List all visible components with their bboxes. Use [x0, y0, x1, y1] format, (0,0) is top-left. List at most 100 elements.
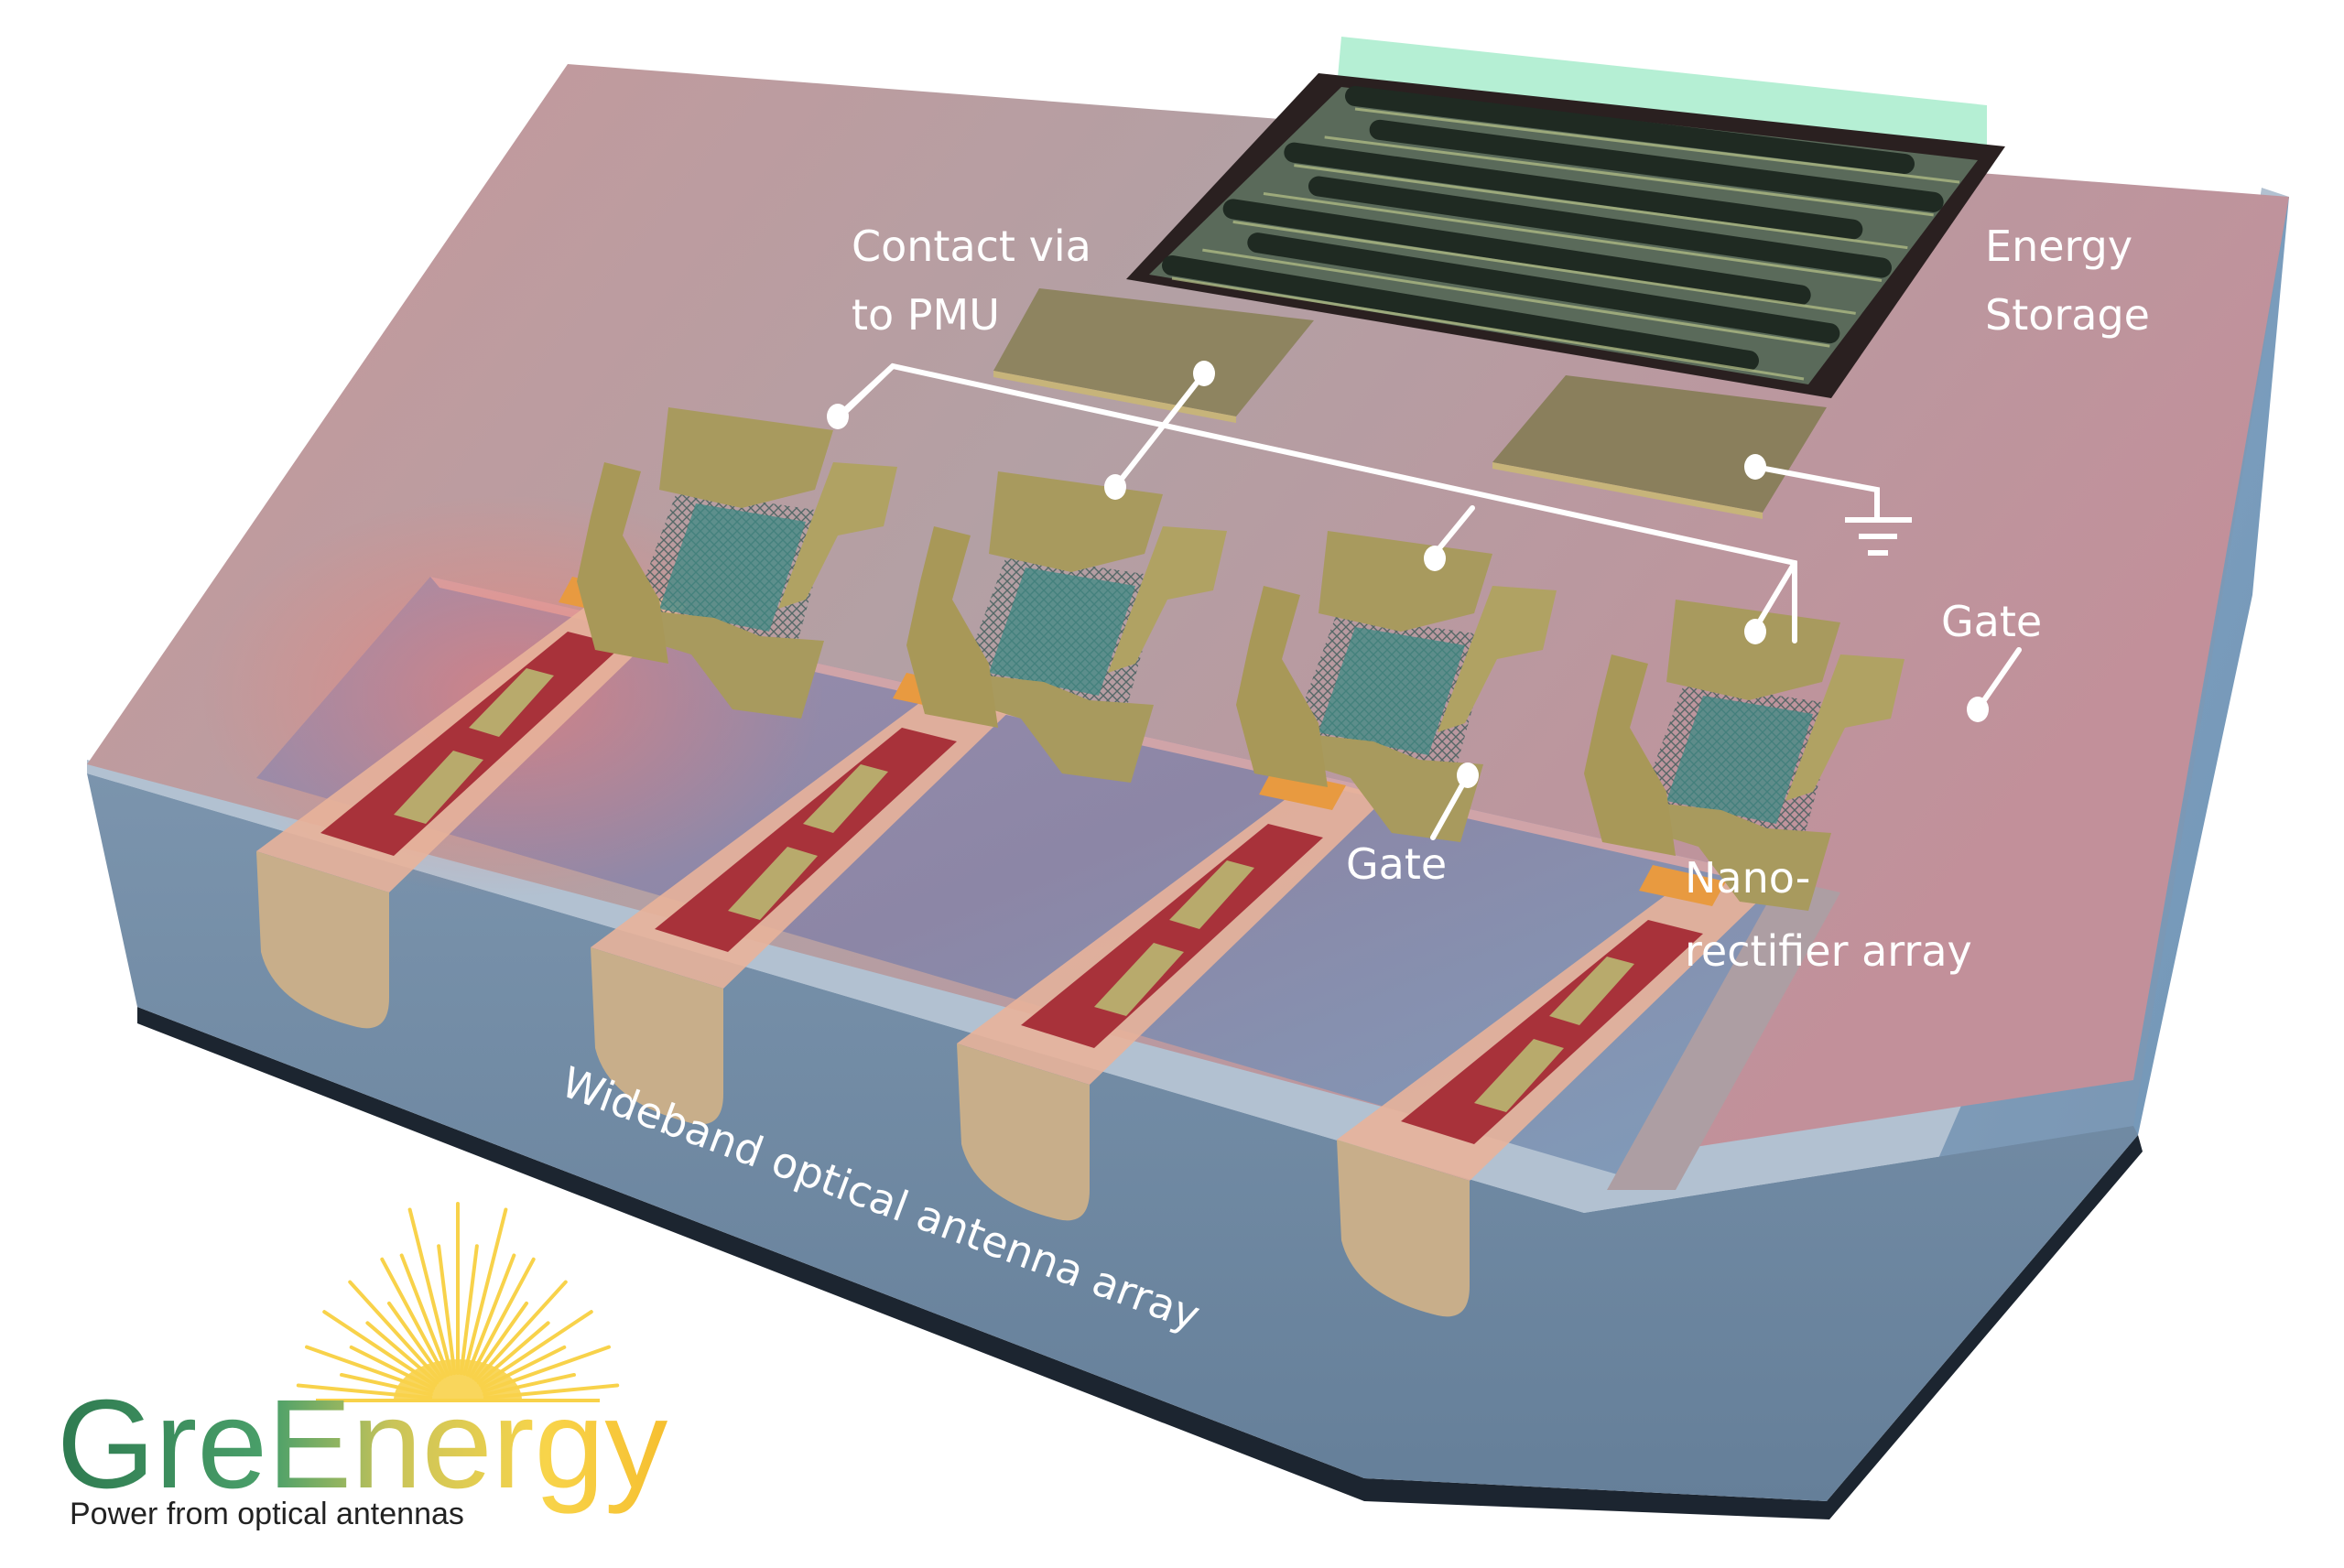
storage-finger: [1247, 232, 1840, 344]
label-gate-center: Gate: [1346, 839, 1447, 889]
storage-finger-rim: [1354, 107, 1960, 184]
top-electrode: [1318, 531, 1492, 632]
storage-finger: [1308, 176, 1892, 278]
wire-rect-3: [1432, 505, 1475, 557]
wire-contact: [1112, 371, 1207, 490]
right-strip: [1607, 879, 1840, 1190]
antenna-lead: [577, 462, 668, 664]
storage-finger: [1222, 199, 1811, 306]
energy-storage-device: [1126, 37, 2005, 398]
storage-glass-cover: [1337, 37, 1987, 156]
logo-wordmark-energy: Energy: [267, 1374, 667, 1515]
storage-fingers: [1162, 86, 1960, 381]
antenna-pad: [320, 632, 623, 856]
rectifier-unit: [1584, 600, 1904, 911]
wire-ground: [1753, 464, 1880, 523]
storage-finger-rim: [1263, 192, 1883, 282]
logo-wordmark: GreEnergy: [57, 1374, 667, 1515]
graphene-channel: [659, 503, 806, 632]
sun-ray: [474, 1280, 568, 1382]
contact-pad-pmu: [993, 288, 1314, 416]
sun-ray: [380, 1257, 447, 1379]
antenna-lead: [1236, 586, 1328, 787]
antenna-arm: [803, 764, 888, 833]
antenna-cross-section: [256, 851, 389, 1029]
rectifier-unit: [906, 471, 1227, 783]
sun-rays-icon: [296, 1202, 620, 1400]
antenna-array: [256, 577, 1767, 1317]
sun-ray: [459, 1244, 479, 1376]
sun-ray: [465, 1253, 516, 1378]
storage-finger-rim: [1202, 248, 1830, 348]
antenna-unit: [1337, 865, 1767, 1317]
antenna-pad: [1021, 824, 1323, 1048]
antenna-arm: [1549, 957, 1634, 1025]
antenna-arm: [1094, 943, 1184, 1016]
logo-tagline: Power from optical antennas: [70, 1497, 464, 1531]
storage-finger: [1284, 142, 1863, 240]
label-contact-line1: Contact via: [852, 222, 1091, 271]
storage-finger: [1369, 119, 1944, 212]
wire-rect-4: [1753, 560, 1797, 632]
rectifier-unit: [1236, 531, 1557, 842]
label-contact-line2: to PMU: [852, 290, 1000, 340]
label-storage-line2: Storage: [1985, 290, 2150, 340]
graphene-channel: [1666, 696, 1813, 824]
label-gate-right: Gate: [1941, 597, 2042, 646]
antenna-cross-section: [1337, 1140, 1470, 1317]
storage-finger-rim: [1232, 220, 1856, 315]
bottom-electrode: [961, 673, 1154, 783]
bottom-electrode: [1639, 801, 1831, 911]
antenna-connector: [1639, 865, 1726, 906]
gate-electrode: [1108, 526, 1227, 673]
nano-rectifier-array: [577, 407, 1904, 911]
sun-ray: [469, 1257, 536, 1379]
ground-icon: [1845, 517, 1912, 556]
wire-rect-1-drop: [838, 363, 895, 419]
antenna-connector: [1259, 769, 1346, 810]
sun-ray: [348, 1280, 441, 1382]
graphene-channel: [989, 568, 1135, 696]
bottom-electrode: [1291, 732, 1483, 842]
antenna-lead: [906, 526, 998, 728]
gate-electrode: [1785, 654, 1904, 801]
antenna-arm: [469, 668, 554, 737]
sun-ray: [407, 1207, 453, 1376]
antenna-unit: [957, 769, 1387, 1221]
sun-disc: [394, 1359, 522, 1400]
antenna-arm: [1474, 1039, 1564, 1112]
bottom-electrode: [632, 609, 824, 719]
antenna-lead: [1584, 654, 1676, 856]
wiring: [832, 362, 2022, 840]
graphene-channel: [1318, 627, 1465, 755]
sun-ray: [399, 1253, 450, 1378]
storage-finger-rim: [1324, 135, 1934, 217]
contact-pad-ground-edge: [1492, 462, 1763, 519]
sun-ray: [462, 1207, 508, 1376]
antenna-unit: [591, 673, 1021, 1125]
contact-pad-ground: [1492, 375, 1827, 513]
sun-ray: [437, 1244, 457, 1376]
antenna-cross-section: [591, 947, 723, 1125]
antenna-pad: [655, 728, 957, 952]
gate-electrode: [1438, 586, 1557, 732]
gate-electrode: [778, 462, 897, 609]
rectifier-unit: [577, 407, 897, 719]
antenna-arm: [394, 751, 483, 824]
antenna-cross-section: [957, 1044, 1090, 1221]
label-rectifier-line1: Nano-: [1685, 853, 1810, 903]
storage-finger: [1345, 86, 1915, 174]
storage-finger-rim: [1171, 276, 1805, 381]
antenna-arm: [1169, 860, 1254, 929]
label-storage-line1: Energy: [1985, 222, 2132, 271]
top-electrode: [659, 407, 833, 508]
chip-front-face-upper: [87, 188, 2289, 1213]
logo-wordmark-gre: Gre: [57, 1374, 267, 1515]
antenna-pad: [1401, 920, 1703, 1144]
storage-finger-rim: [1294, 164, 1908, 250]
storage-finger: [1162, 255, 1759, 371]
wire-dots: [827, 361, 1989, 788]
greenergy-logo: GreEnergy Power from optical antennas: [57, 1202, 667, 1531]
label-rectifier-line2: rectifier array: [1685, 926, 1972, 976]
